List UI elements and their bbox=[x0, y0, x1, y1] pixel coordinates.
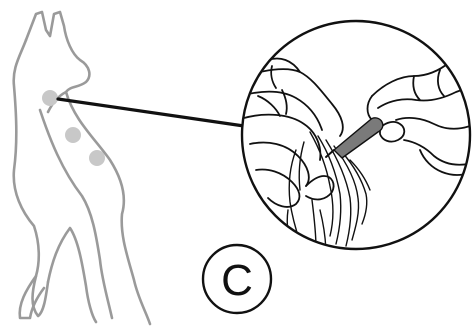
application-point-icon bbox=[89, 150, 105, 166]
leader-line bbox=[56, 97, 246, 128]
application-point-icon bbox=[65, 127, 81, 143]
step-label-circle bbox=[201, 243, 273, 315]
application-point-icon bbox=[42, 90, 58, 106]
pipette-icon bbox=[325, 117, 384, 159]
application-points bbox=[42, 90, 105, 166]
detail-magnifier bbox=[240, 19, 472, 251]
dog-silhouette-icon bbox=[12, 10, 152, 326]
step-label-text: C bbox=[221, 256, 253, 305]
left-hand-icon bbox=[243, 57, 344, 208]
right-hand-icon bbox=[366, 56, 469, 176]
step-label: C bbox=[201, 243, 273, 315]
